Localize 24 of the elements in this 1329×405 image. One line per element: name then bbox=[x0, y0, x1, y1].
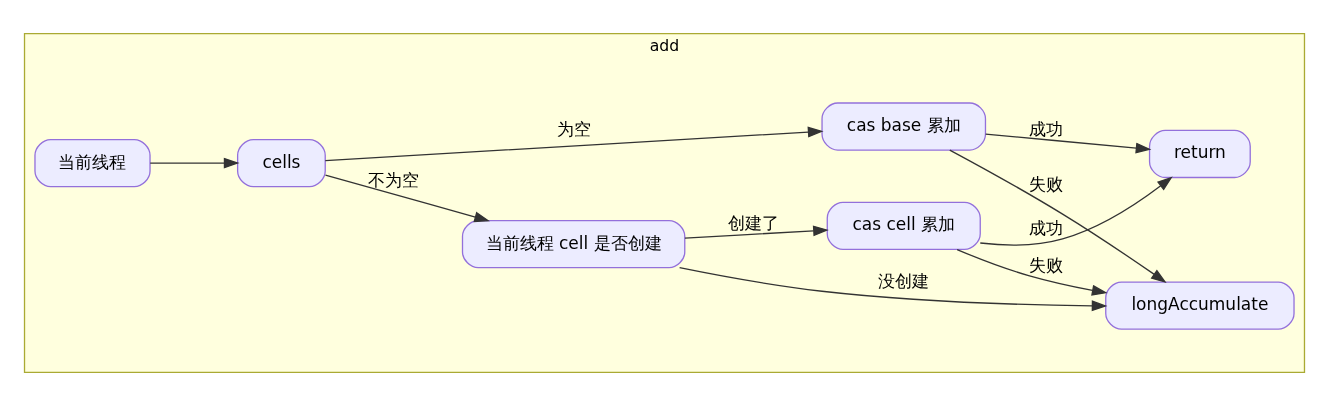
arrow bbox=[678, 266, 1108, 311]
edge-label: 成功 bbox=[1028, 118, 1063, 139]
edge-label: 失败 bbox=[1028, 173, 1063, 194]
node-box: longAccumulate bbox=[1105, 280, 1295, 330]
edge-label: 失败 bbox=[1028, 254, 1063, 275]
edge-label: 不为空 bbox=[368, 169, 420, 190]
arrow bbox=[956, 248, 1108, 296]
edge-label: 为空 bbox=[556, 118, 591, 139]
node-box: cas cell 累加 bbox=[826, 201, 981, 250]
arrow bbox=[979, 175, 1173, 246]
node-box: 当前线程 bbox=[34, 138, 151, 187]
arrow bbox=[949, 148, 1167, 283]
edge-label: 成功 bbox=[1028, 217, 1063, 238]
edge-label: 创建了 bbox=[727, 212, 779, 233]
arrow bbox=[324, 173, 490, 222]
node-box: cas base 累加 bbox=[821, 101, 987, 151]
edge-label: 没创建 bbox=[878, 270, 930, 291]
node-box: 当前线程 cell 是否创建 bbox=[461, 219, 686, 268]
arrow bbox=[985, 132, 1152, 154]
node-box: cells bbox=[236, 138, 326, 187]
arrow bbox=[324, 126, 824, 161]
node-box: return bbox=[1148, 129, 1251, 178]
arrow bbox=[684, 224, 829, 239]
arrow bbox=[149, 157, 240, 169]
